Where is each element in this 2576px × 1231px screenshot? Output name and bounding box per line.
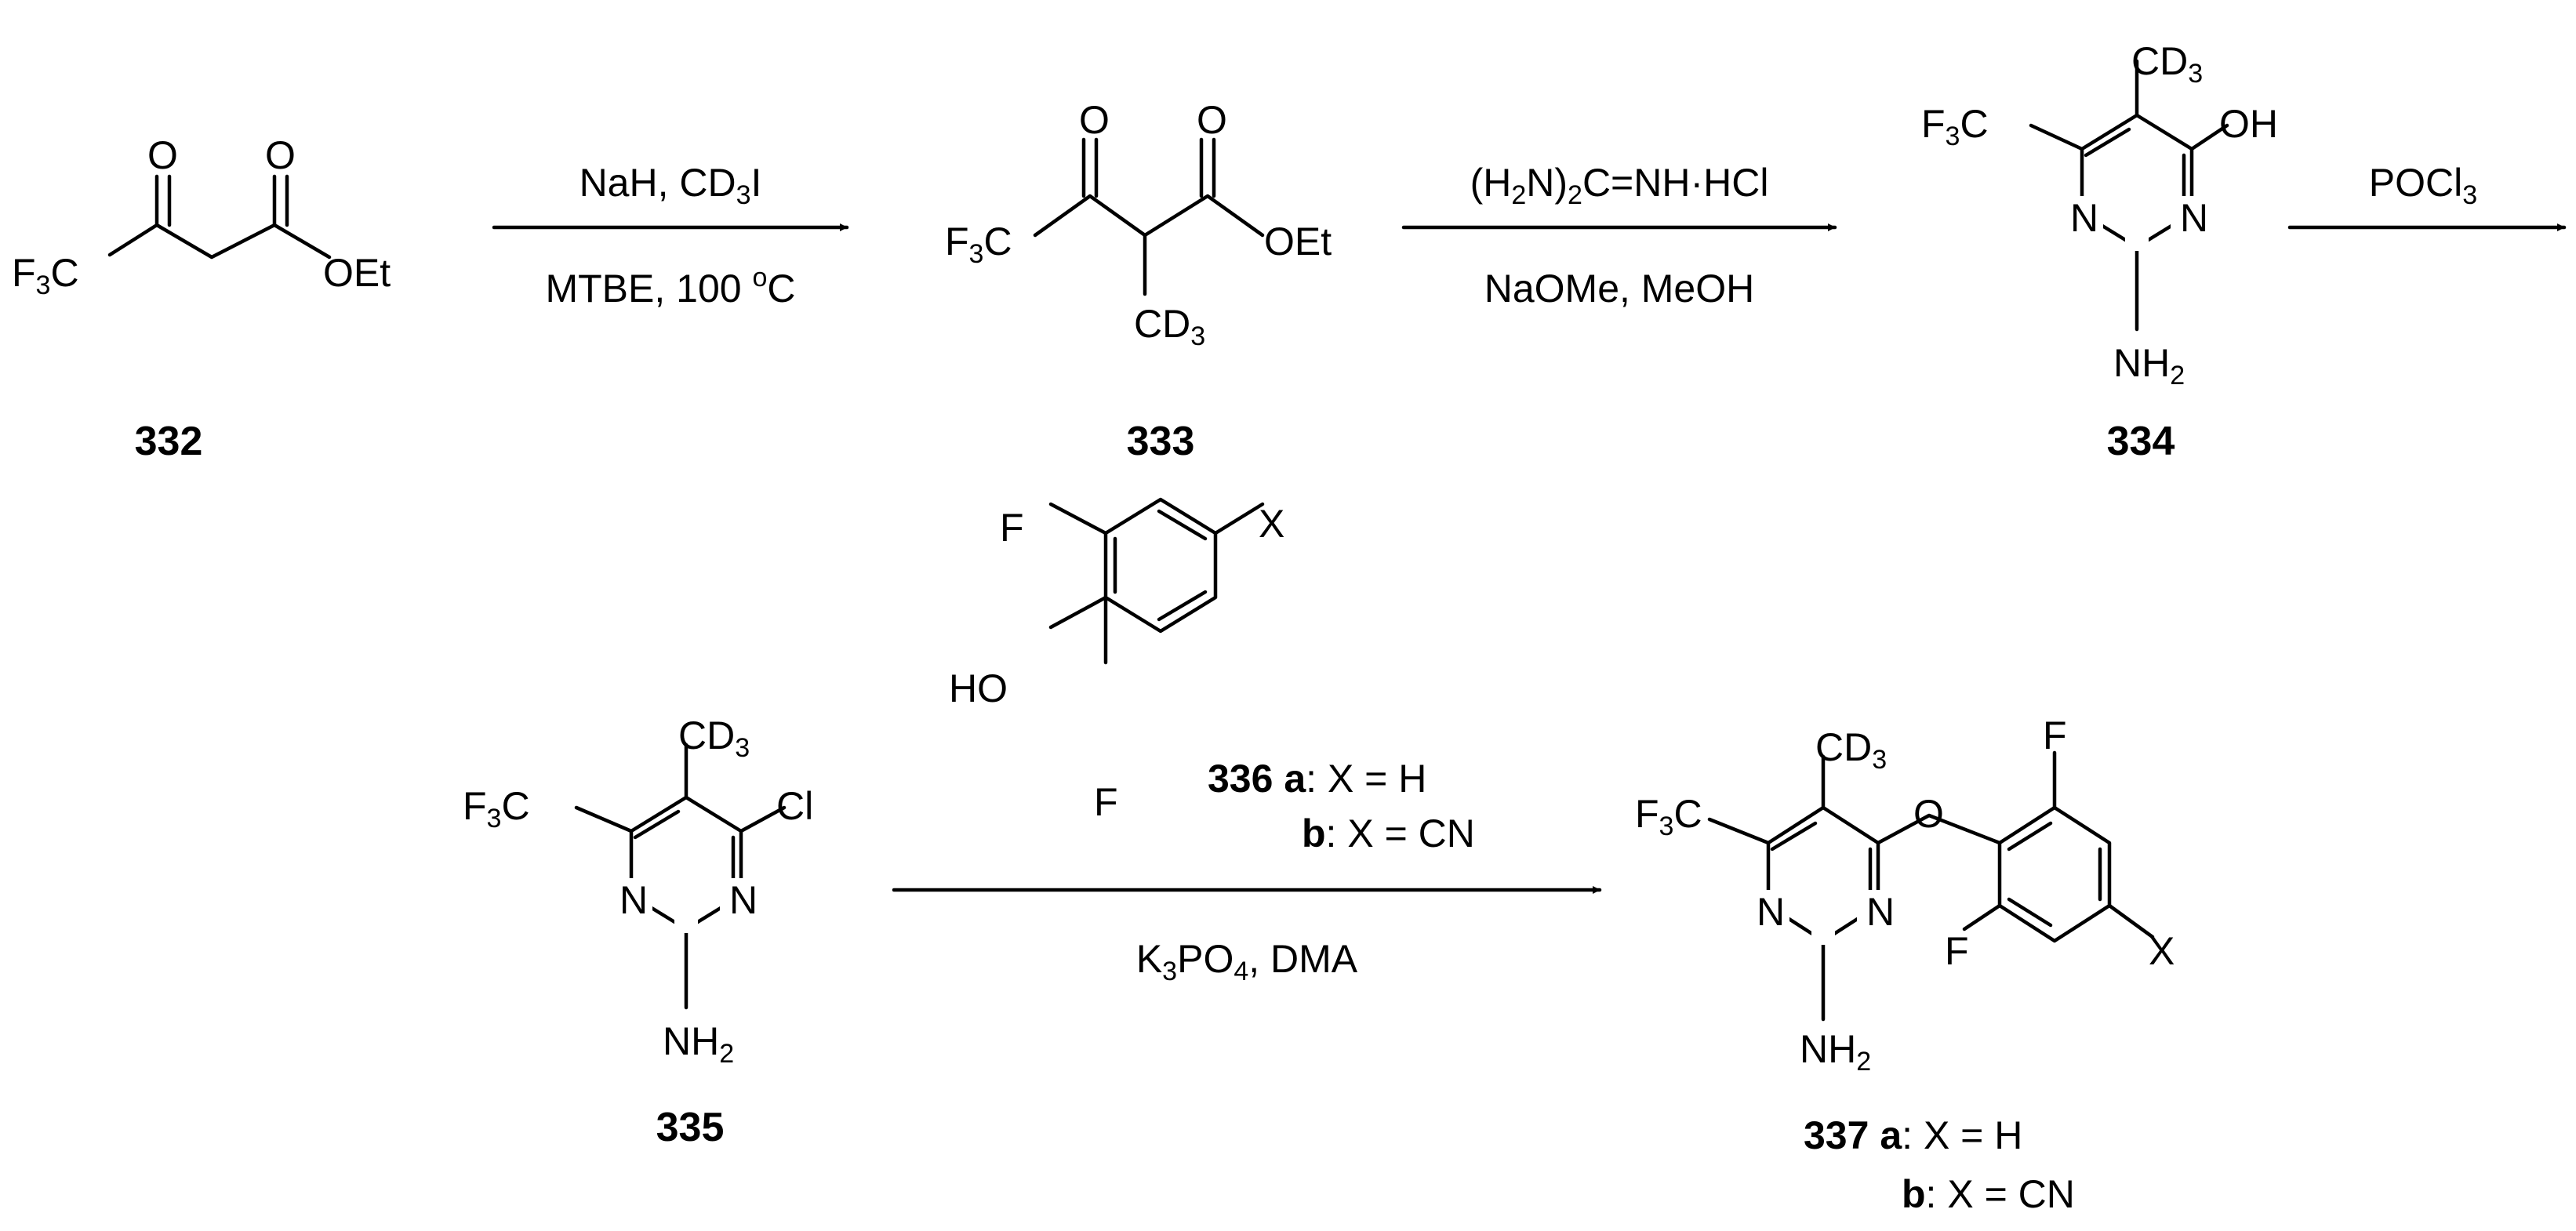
compound-label-336b: b: X = CN xyxy=(1302,812,1475,855)
reagent-step4-bottom: K3PO4, DMA xyxy=(1136,937,1358,986)
molecule-334: N N CD3 F3C OH NH2 xyxy=(1921,39,2278,390)
cd3-group-label: CD3 xyxy=(1815,725,1887,775)
ring-nitrogen-label: N xyxy=(729,878,758,922)
ketone-oxygen-label: O xyxy=(1079,98,1110,142)
ring-nitrogen-label: N xyxy=(619,878,648,922)
ketone-oxygen-label: O xyxy=(147,133,178,177)
compound-label-333: 333 xyxy=(1127,419,1195,464)
x-substituent-label: X xyxy=(2149,929,2175,973)
reagent-step2-top: (H2N)2C=NH·HCl xyxy=(1470,161,1769,210)
ether-oxygen-label: O xyxy=(1913,792,1944,836)
cf3-group-label: F3C xyxy=(945,220,1012,269)
cd3-group-label: CD3 xyxy=(2131,39,2203,89)
compound-label-336a: 336 a: X = H xyxy=(1208,757,1426,801)
amino-group-label: NH2 xyxy=(1800,1027,1871,1077)
compound-label-334: 334 xyxy=(2107,419,2175,464)
amino-group-label: NH2 xyxy=(663,1019,734,1069)
molecule-336: F X HO F xyxy=(949,497,1284,824)
compound-label-332: 332 xyxy=(135,419,203,464)
molecule-335: N N CD3 F3C Cl NH2 xyxy=(463,714,813,1069)
reagent-step3-top: POCl3 xyxy=(2369,161,2477,210)
x-substituent-label: X xyxy=(1259,502,1284,546)
compound-label-335: 335 xyxy=(656,1105,725,1150)
cd3-group-label: CD3 xyxy=(1134,302,1205,351)
compound-label-337a: 337 a: X = H xyxy=(1804,1113,2022,1157)
fluoro-label: F xyxy=(1094,780,1118,824)
ring-nitrogen-label: N xyxy=(2070,196,2098,240)
molecule-332: F3C O O OEt xyxy=(12,133,391,300)
reagent-step1-bottom: MTBE, 100 oC xyxy=(545,263,795,310)
cf3-group-label: F3C xyxy=(463,784,530,833)
ring-nitrogen-label: N xyxy=(1866,890,1895,934)
ester-oxygen-label: O xyxy=(1197,98,1227,142)
compound-label-337b: b: X = CN xyxy=(1902,1172,2075,1216)
fluoro-label: F xyxy=(1945,929,1969,973)
reagent-step2-bottom: NaOMe, MeOH xyxy=(1484,267,1755,310)
reagent-step1-top: NaH, CD3I xyxy=(580,161,762,210)
ethoxy-label: OEt xyxy=(323,251,391,295)
hydroxy-label: HO xyxy=(949,666,1008,710)
molecule-337: CD3 F3C O N N NH2 F F X xyxy=(1635,714,2175,1077)
cf3-group-label: F3C xyxy=(12,251,79,300)
cf3-group-label: F3C xyxy=(1635,792,1702,841)
cf3-group-label: F3C xyxy=(1921,102,1989,151)
molecule-333: F3C O O OEt CD3 xyxy=(945,98,1332,351)
fluoro-label: F xyxy=(1000,506,1024,550)
hydroxyl-label: OH xyxy=(2219,102,2278,146)
amino-group-label: NH2 xyxy=(2113,341,2185,390)
chloro-label: Cl xyxy=(776,784,813,828)
ring-nitrogen-label: N xyxy=(2180,196,2208,240)
ester-oxygen-label: O xyxy=(265,133,296,177)
ring-nitrogen-label: N xyxy=(1757,890,1785,934)
ethoxy-label: OEt xyxy=(1264,220,1332,263)
cd3-group-label: CD3 xyxy=(678,714,750,763)
fluoro-label: F xyxy=(2043,714,2067,757)
